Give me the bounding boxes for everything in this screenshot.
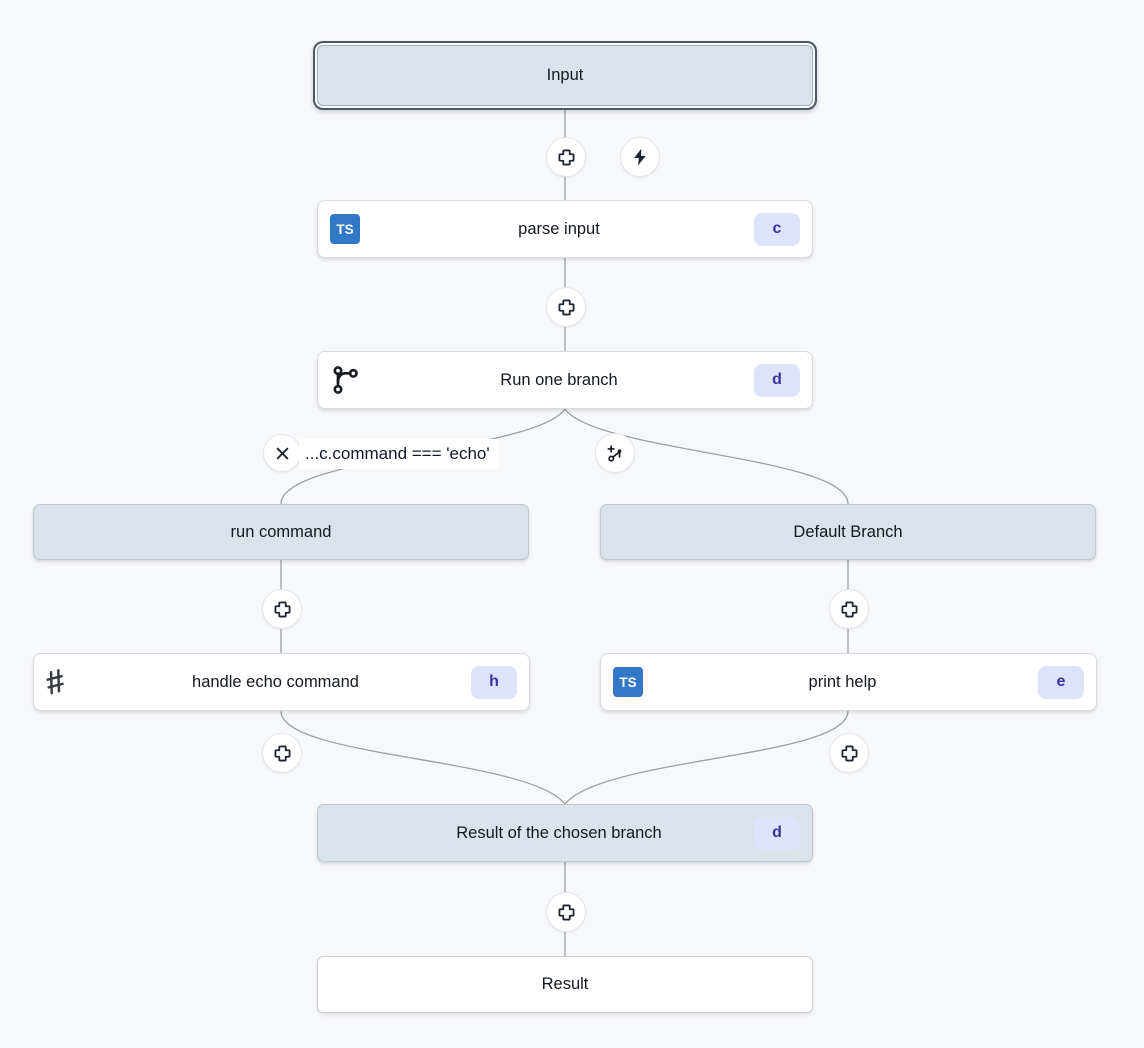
node-label: parse input <box>518 219 600 238</box>
branch-header-label: run command <box>230 522 332 541</box>
zap-icon <box>634 148 646 166</box>
add-step-button[interactable] <box>829 589 869 629</box>
node-label: Input <box>546 66 584 84</box>
typescript-icon: TS <box>330 214 360 244</box>
node-parse-input[interactable]: TS parse input c <box>317 200 813 258</box>
node-label: Result <box>541 975 589 993</box>
node-label: Result of the chosen branch <box>456 823 662 842</box>
node-run-one-branch[interactable]: Run one branch d <box>317 351 813 409</box>
node-label: print help <box>808 672 877 691</box>
step-id-badge: d <box>754 816 800 850</box>
node-handle-echo-command[interactable]: # handle echo command h <box>33 653 530 711</box>
add-step-button[interactable] <box>546 287 586 327</box>
branch-condition-label[interactable]: ...c.command === 'echo' <box>299 439 498 469</box>
remove-branch-button[interactable] <box>263 434 301 472</box>
step-id-badge: h <box>471 665 517 699</box>
add-step-button[interactable] <box>546 137 586 177</box>
node-result[interactable]: Result <box>317 956 813 1013</box>
branch-header-run-command[interactable]: run command <box>33 504 529 560</box>
node-label: handle echo command <box>192 672 359 691</box>
add-step-button[interactable] <box>829 733 869 773</box>
plus-icon <box>557 903 575 921</box>
add-branch-icon <box>606 444 621 462</box>
typescript-icon: TS <box>613 667 643 697</box>
trigger-run-button[interactable] <box>620 137 660 177</box>
node-branch-result[interactable]: Result of the chosen branch d <box>317 804 813 862</box>
plus-icon <box>840 600 858 618</box>
branch-header-default[interactable]: Default Branch <box>600 504 1096 560</box>
step-id-badge: e <box>1038 665 1084 699</box>
node-input[interactable]: Input <box>313 41 817 110</box>
step-id-badge: c <box>754 212 800 246</box>
add-step-button[interactable] <box>262 589 302 629</box>
node-print-help[interactable]: TS print help e <box>600 653 1097 711</box>
hash-icon: # <box>41 661 69 702</box>
plus-icon <box>273 600 291 618</box>
git-branch-icon <box>333 366 358 394</box>
plus-icon <box>840 744 858 762</box>
node-label: Run one branch <box>500 370 618 389</box>
plus-icon <box>273 744 291 762</box>
node-input-body: Input <box>317 45 813 106</box>
branch-header-label: Default Branch <box>793 522 903 541</box>
plus-icon <box>557 298 575 316</box>
add-step-button[interactable] <box>262 733 302 773</box>
step-id-badge: d <box>754 363 800 397</box>
close-icon <box>276 447 288 459</box>
add-step-button[interactable] <box>546 892 586 932</box>
plus-icon <box>557 148 575 166</box>
add-branch-button[interactable] <box>595 433 635 473</box>
